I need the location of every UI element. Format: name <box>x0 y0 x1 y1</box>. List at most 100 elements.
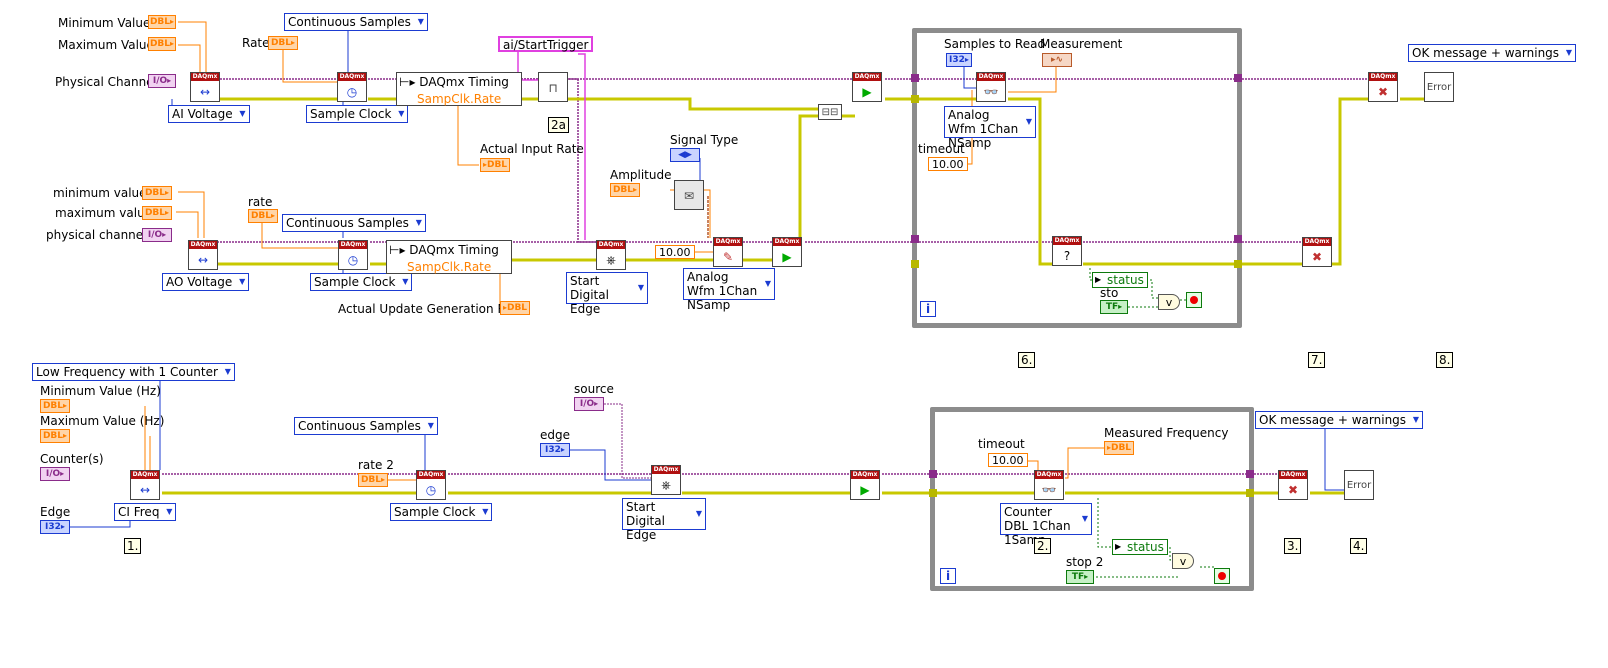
ci-freq-selector[interactable]: CI Freq <box>114 503 177 521</box>
loop-tunnel <box>911 74 919 82</box>
ao-voltage-selector[interactable]: AO Voltage <box>162 273 250 291</box>
ao-rate-terminal[interactable]: DBL▸ <box>248 209 278 223</box>
ai-actual-rate-indicator[interactable]: ▸DBL <box>480 158 510 172</box>
amplitude-label: Amplitude <box>610 168 672 182</box>
samples-to-read-terminal[interactable]: I32▸ <box>946 53 972 67</box>
ao-physical-channels-label: physical channels <box>46 228 153 242</box>
ai-property-title: DAQmx Timing <box>419 75 509 89</box>
daqmx-clear-ai-icon[interactable]: DAQmx✖ <box>1368 72 1398 102</box>
ci-minimum-value-terminal[interactable]: DBL▸ <box>40 399 70 413</box>
ci-or-gate: v <box>1172 553 1194 569</box>
daqmx-read-ci-icon[interactable]: DAQmx👓 <box>1034 470 1064 500</box>
ci-read-type-selector[interactable]: Counter DBL 1Chan 1Samp <box>1000 503 1092 547</box>
simple-error-handler-ai-icon[interactable]: Error <box>1424 72 1454 102</box>
ai-status-unbundle[interactable]: status <box>1092 272 1148 288</box>
ao-sample-mode-selector[interactable]: Continuous Samples <box>282 214 426 232</box>
daqmx-clear-ao-icon[interactable]: DAQmx✖ <box>1302 237 1332 267</box>
ai-timing-property-node[interactable]: ⊢▸ DAQmx Timing SampClk.Rate <box>396 72 522 106</box>
ao-actual-rate-indicator[interactable]: ▸DBL <box>500 301 530 315</box>
loop-tunnel <box>911 260 919 268</box>
ao-trigger-type-selector[interactable]: Start Digital Edge <box>566 272 648 316</box>
ci-measurement-type-selector[interactable]: Low Frequency with 1 Counter <box>32 363 235 381</box>
ai-timeout-constant[interactable]: 10.00 <box>928 157 968 171</box>
ai-timing-type-selector[interactable]: Sample Clock <box>306 105 409 123</box>
ci-counter-label: Counter(s) <box>40 452 104 466</box>
daqmx-clear-ci-icon[interactable]: DAQmx✖ <box>1278 470 1308 500</box>
ao-timing-property-node[interactable]: ⊢▸ DAQmx Timing SampClk.Rate <box>386 240 512 274</box>
daqmx-is-task-done-icon[interactable]: DAQmx? <box>1052 236 1082 266</box>
simple-error-handler-ci-icon[interactable]: Error <box>1344 470 1374 500</box>
loop-tunnel <box>1246 470 1254 478</box>
ci-error-mode-selector[interactable]: OK message + warnings <box>1255 411 1424 429</box>
ao-physical-channels-terminal[interactable]: I/O▸ <box>142 228 172 242</box>
daqmx-create-channel-ao-icon[interactable]: DAQmx↔ <box>188 240 218 270</box>
ai-rate-label: Rate <box>242 36 270 50</box>
step-8-label: 8. <box>1436 352 1454 368</box>
ci-rate-terminal[interactable]: DBL▸ <box>358 473 388 487</box>
measurement-indicator[interactable]: ▸∿ <box>1042 53 1072 67</box>
ci-maximum-value-terminal[interactable]: DBL▸ <box>40 429 70 443</box>
daqmx-timing-ai-icon[interactable]: DAQmx◷ <box>337 72 367 102</box>
ao-property-item: SampClk.Rate <box>407 260 492 274</box>
ai-maximum-value-terminal[interactable]: DBL▸ <box>148 37 176 51</box>
merge-node-icon[interactable]: ⊟⊟ <box>818 104 842 120</box>
numeric-wires <box>144 21 1105 481</box>
ai-stop-button-terminal[interactable]: TF▸ <box>1100 300 1128 314</box>
daqmx-create-channel-ci-icon[interactable]: DAQmx↔ <box>130 470 160 500</box>
daqmx-read-ai-icon[interactable]: DAQmx👓 <box>976 72 1006 102</box>
daqmx-trigger-ai-icon[interactable]: ⊓ <box>538 72 568 102</box>
daqmx-start-ci-icon[interactable]: DAQmx▶ <box>850 470 880 500</box>
ai-start-trigger-constant[interactable]: ai/StartTrigger <box>498 36 594 52</box>
daqmx-trigger-ci-icon[interactable]: DAQmx⎈ <box>651 465 681 495</box>
daqmx-start-ao-icon[interactable]: DAQmx▶ <box>772 237 802 267</box>
ci-stop-button-terminal[interactable]: TF▸ <box>1066 570 1094 584</box>
ci-source-label: source <box>574 382 614 396</box>
measured-frequency-indicator[interactable]: ▸DBL <box>1104 441 1134 455</box>
ci-edge-terminal[interactable]: I32▸ <box>40 520 70 534</box>
signal-type-terminal[interactable]: ◀▶ <box>670 148 700 162</box>
ci-timeout-constant[interactable]: 10.00 <box>988 453 1028 467</box>
ai-property-item: SampClk.Rate <box>417 92 502 106</box>
measured-frequency-label: Measured Frequency <box>1104 426 1229 440</box>
ci-source-terminal[interactable]: I/O▸ <box>574 397 604 411</box>
daqmx-create-channel-ai-icon[interactable]: DAQmx↔ <box>190 72 220 102</box>
ai-physical-channel-terminal[interactable]: I/O▸ <box>148 74 176 88</box>
ci-edge2-terminal[interactable]: I32▸ <box>540 443 570 457</box>
signal-type-label: Signal Type <box>670 133 739 147</box>
ci-counter-terminal[interactable]: I/O▸ <box>40 467 70 481</box>
loop-tunnel <box>911 95 919 103</box>
daqmx-start-ai-icon[interactable]: DAQmx▶ <box>852 72 882 102</box>
daqmx-timing-ci-icon[interactable]: DAQmx◷ <box>416 470 446 500</box>
ai-loop-condition[interactable] <box>1186 292 1202 308</box>
ai-timeout-label: timeout <box>918 142 965 156</box>
ao-timing-type-selector[interactable]: Sample Clock <box>310 273 413 291</box>
ci-trigger-type-selector[interactable]: Start Digital Edge <box>622 498 706 542</box>
waveform-generator-icon[interactable]: ✉ <box>674 180 704 210</box>
ao-minimum-value-label: minimum value <box>53 186 147 200</box>
daqmx-trigger-ao-icon[interactable]: DAQmx⎈ <box>596 240 626 270</box>
daqmx-write-ao-icon[interactable]: DAQmx✎ <box>713 237 743 267</box>
ai-sample-mode-selector[interactable]: Continuous Samples <box>284 13 428 31</box>
loop-tunnel <box>1246 489 1254 497</box>
ai-read-type-selector[interactable]: Analog Wfm 1Chan NSamp <box>944 106 1036 150</box>
ci-timing-type-selector[interactable]: Sample Clock <box>390 503 493 521</box>
ci-sample-mode-selector[interactable]: Continuous Samples <box>294 417 438 435</box>
ci-status-unbundle[interactable]: status <box>1112 539 1168 555</box>
ai-minimum-value-terminal[interactable]: DBL▸ <box>148 15 176 29</box>
ai-while-loop[interactable] <box>912 28 1242 328</box>
step-6-label: 6. <box>1018 352 1036 368</box>
ci-loop-condition[interactable] <box>1214 568 1230 584</box>
ci-while-loop[interactable] <box>930 407 1254 591</box>
ai-rate-terminal[interactable]: DBL▸ <box>268 36 298 50</box>
ao-timeout-constant[interactable]: 10.00 <box>655 245 695 259</box>
loop-tunnel <box>929 470 937 478</box>
ai-error-mode-selector[interactable]: OK message + warnings <box>1408 44 1577 62</box>
ao-maximum-value-label: maximum value <box>55 206 153 220</box>
amplitude-terminal[interactable]: DBL▸ <box>610 183 640 197</box>
ao-write-type-selector[interactable]: Analog Wfm 1Chan NSamp <box>683 268 775 312</box>
ao-maximum-value-terminal[interactable]: DBL▸ <box>142 206 172 220</box>
ao-minimum-value-terminal[interactable]: DBL▸ <box>142 186 172 200</box>
daqmx-timing-ao-icon[interactable]: DAQmx◷ <box>338 240 368 270</box>
ai-voltage-selector[interactable]: AI Voltage <box>168 105 250 123</box>
